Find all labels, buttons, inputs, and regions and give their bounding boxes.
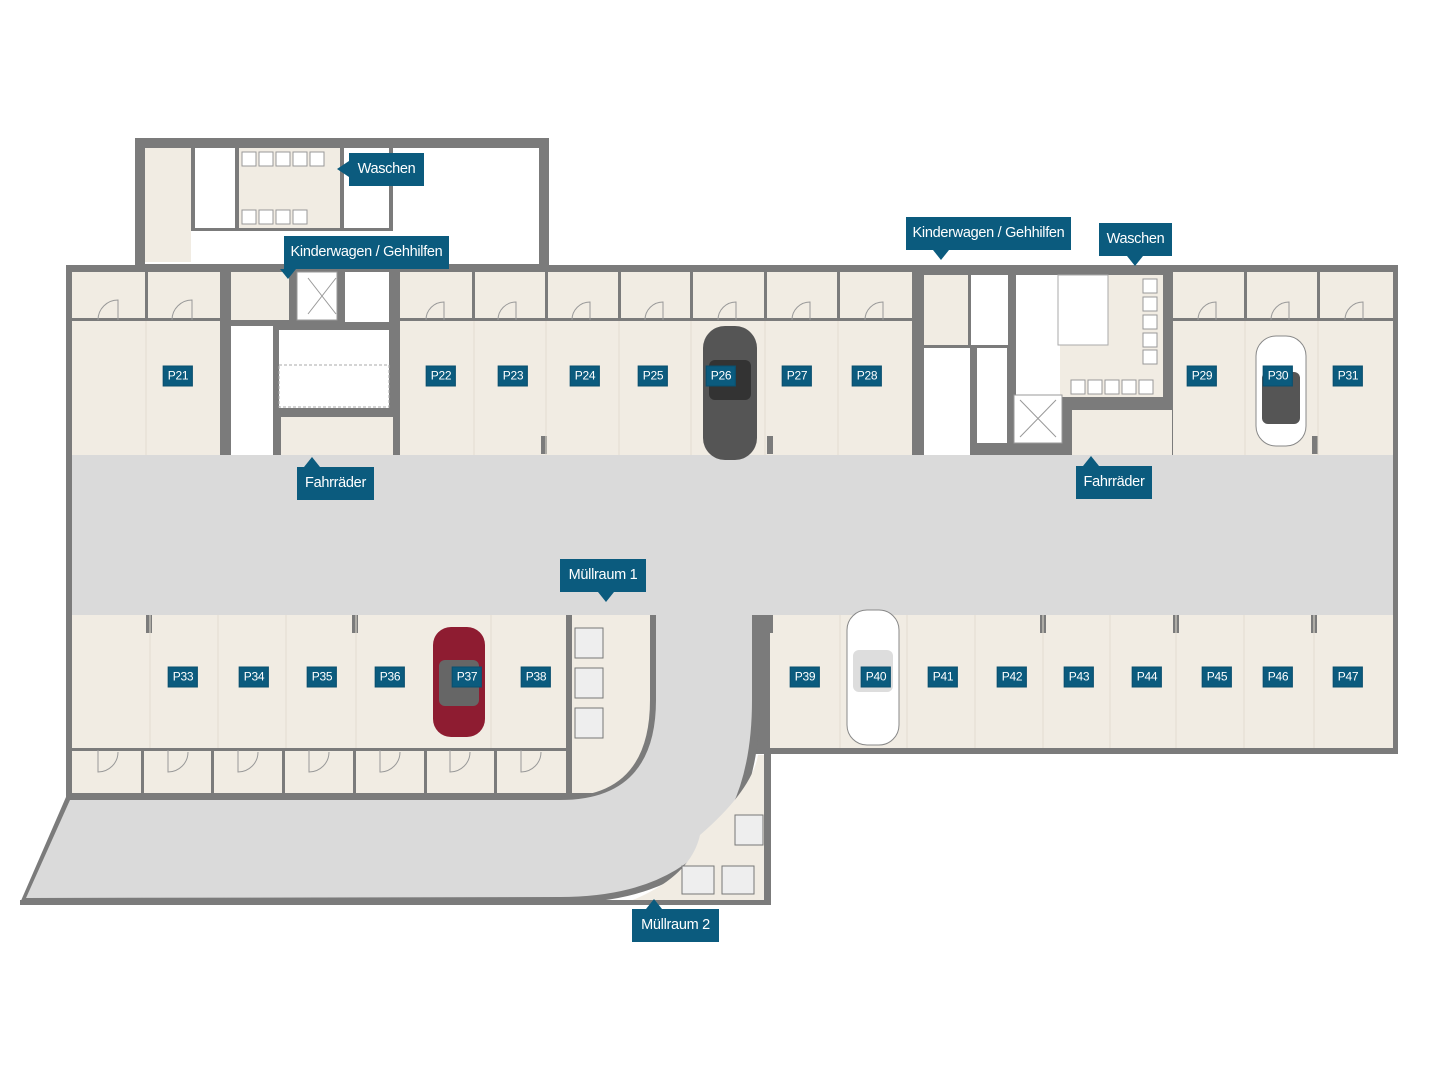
parking-spot-p41[interactable]: P41 — [927, 666, 959, 688]
callout-muellraum-2[interactable]: Müllraum 2 — [632, 899, 719, 942]
parking-spot-p34[interactable]: P34 — [238, 666, 270, 688]
pointer-arrow-icon — [304, 457, 320, 467]
parking-spot-p35[interactable]: P35 — [306, 666, 338, 688]
callout-kinderwagen-right[interactable]: Kinderwagen / Gehhilfen — [906, 217, 1071, 260]
callout-label: Fahrräder — [1083, 474, 1145, 490]
callout-kinderwagen-left[interactable]: Kinderwagen / Gehhilfen — [280, 236, 449, 279]
callout-waschen-left[interactable]: Waschen — [337, 153, 424, 186]
doors — [97, 299, 1364, 773]
callout-label: Kinderwagen / Gehhilfen — [290, 244, 443, 260]
parking-spot-p25[interactable]: P25 — [637, 365, 669, 387]
callout-label: Kinderwagen / Gehhilfen — [912, 225, 1065, 241]
parking-spot-p40[interactable]: P40 — [860, 666, 892, 688]
pointer-arrow-icon — [598, 592, 614, 602]
parking-spot-p21[interactable]: P21 — [162, 365, 194, 387]
pointer-arrow-icon — [933, 250, 949, 260]
parking-spot-p45[interactable]: P45 — [1201, 666, 1233, 688]
washing-machines — [241, 151, 325, 225]
parking-spot-p33[interactable]: P33 — [167, 666, 199, 688]
parking-spot-p39[interactable]: P39 — [789, 666, 821, 688]
parking-spot-p24[interactable]: P24 — [569, 365, 601, 387]
parking-spot-p26[interactable]: P26 — [705, 365, 737, 387]
stairs — [278, 364, 390, 408]
stairs-right — [1057, 274, 1109, 346]
pointer-arrow-icon — [1083, 456, 1099, 466]
car-p26 — [703, 326, 757, 460]
pointer-arrow-icon — [280, 269, 296, 279]
parking-spot-p28[interactable]: P28 — [851, 365, 883, 387]
callout-label: Fahrräder — [305, 475, 366, 491]
callout-label: Waschen — [1106, 231, 1165, 247]
parking-spot-p36[interactable]: P36 — [374, 666, 406, 688]
parking-spot-p44[interactable]: P44 — [1131, 666, 1163, 688]
parking-spot-p22[interactable]: P22 — [425, 365, 457, 387]
parking-spot-p43[interactable]: P43 — [1063, 666, 1095, 688]
muellraum-1-room — [572, 620, 644, 790]
callout-fahrraeder-right[interactable]: Fahrräder — [1076, 456, 1152, 499]
parking-spot-p30[interactable]: P30 — [1262, 365, 1294, 387]
callout-muellraum-1[interactable]: Müllraum 1 — [560, 559, 646, 602]
pointer-arrow-icon — [337, 161, 349, 177]
parking-spot-p46[interactable]: P46 — [1262, 666, 1294, 688]
callout-fahrraeder-left[interactable]: Fahrräder — [297, 457, 374, 500]
parking-spot-p37[interactable]: P37 — [451, 666, 483, 688]
parking-spot-p31[interactable]: P31 — [1332, 365, 1364, 387]
bike-area-right — [1072, 410, 1172, 455]
callout-waschen-right[interactable]: Waschen — [1099, 223, 1172, 266]
parking-spot-p38[interactable]: P38 — [520, 666, 552, 688]
pointer-arrow-icon — [1127, 256, 1143, 266]
parking-spot-p42[interactable]: P42 — [996, 666, 1028, 688]
bike-area-left — [281, 417, 393, 455]
parking-spot-p23[interactable]: P23 — [497, 365, 529, 387]
parking-spot-p47[interactable]: P47 — [1332, 666, 1364, 688]
parking-spot-p27[interactable]: P27 — [781, 365, 813, 387]
ramp — [26, 615, 752, 898]
car-p30 — [1255, 335, 1307, 447]
parking-spot-p29[interactable]: P29 — [1186, 365, 1218, 387]
callout-label: Müllraum 2 — [641, 917, 710, 933]
callout-label: Müllraum 1 — [568, 567, 638, 583]
callout-label: Waschen — [357, 161, 416, 177]
driveway — [72, 455, 1393, 615]
pointer-arrow-icon — [646, 899, 662, 909]
